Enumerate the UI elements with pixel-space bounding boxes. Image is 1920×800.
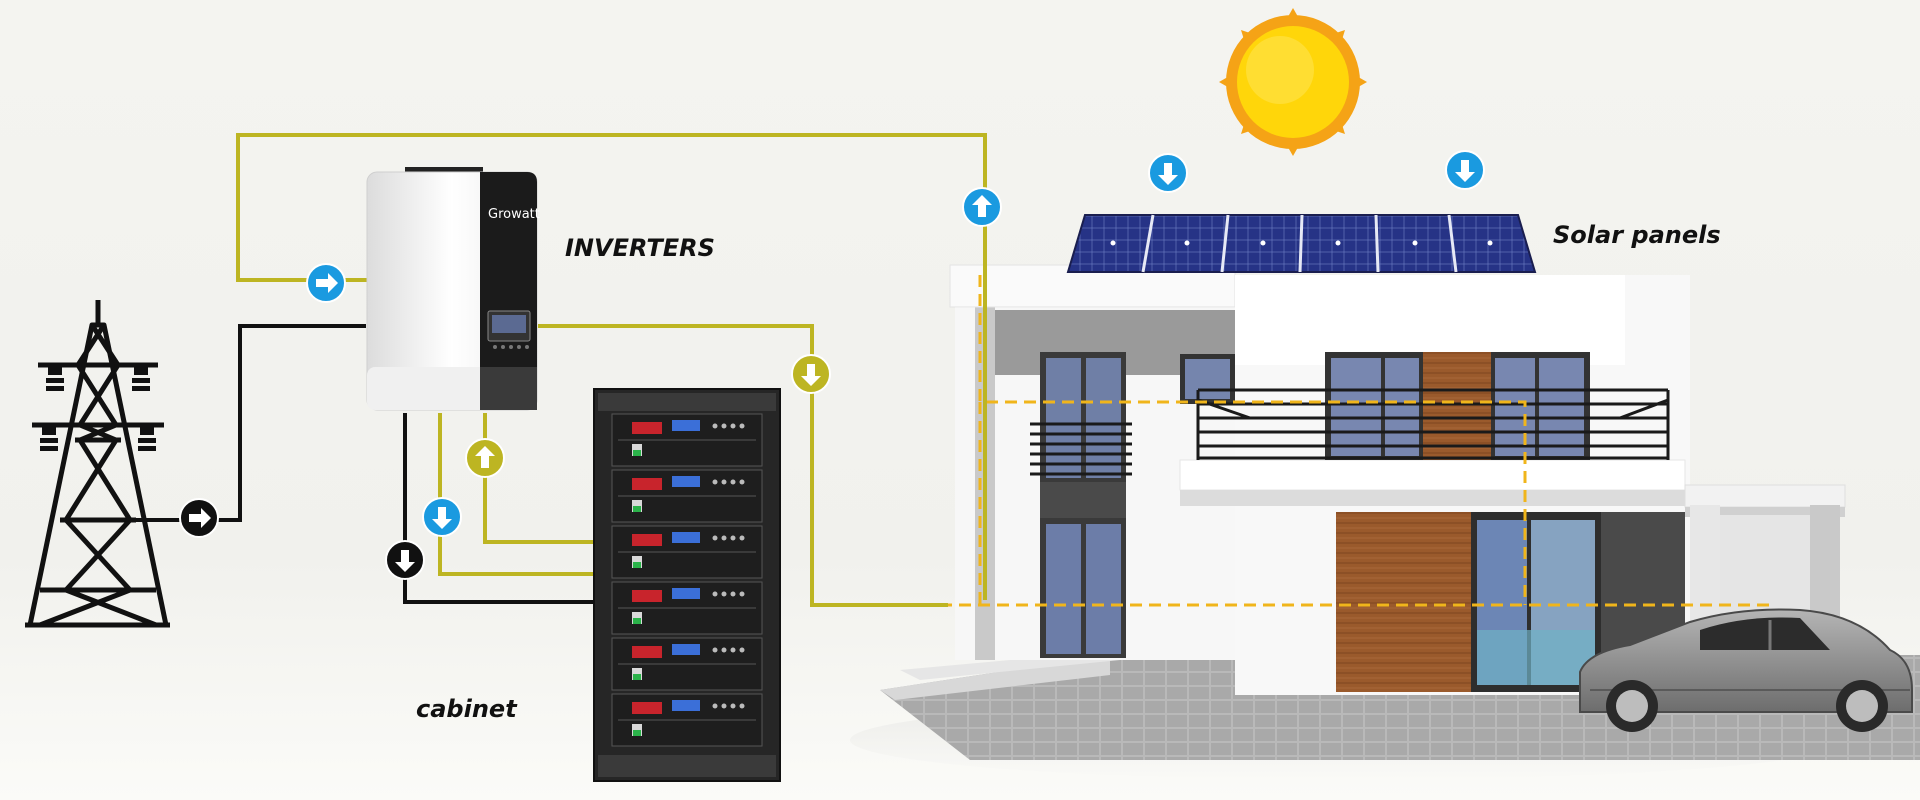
flow-arrow-icon xyxy=(306,263,346,303)
battery-modules xyxy=(611,413,763,747)
electric-car xyxy=(1579,608,1913,732)
sun-icon xyxy=(1219,8,1367,156)
wood-door-panel xyxy=(1336,512,1471,692)
solar-panels xyxy=(1066,214,1537,273)
flow-arrow-icon xyxy=(422,497,462,537)
flow-arrow-icon xyxy=(385,540,425,580)
flow-arrow-icon xyxy=(962,187,1002,227)
inverter-unit: Growatt xyxy=(366,167,540,411)
flow-arrow-icon xyxy=(791,354,831,394)
flow-arrow-icon xyxy=(465,438,505,478)
tower-insulators xyxy=(40,367,156,451)
upper-wood-panel xyxy=(1423,352,1491,460)
house-wiring xyxy=(940,275,1774,658)
flow-arrow-icon xyxy=(1445,150,1485,190)
flow-arrows xyxy=(179,150,1485,580)
balcony-railing xyxy=(1196,388,1670,460)
flow-arrow-icon xyxy=(179,498,219,538)
cabinet-label: cabinet xyxy=(416,695,517,723)
carport-roof xyxy=(1684,484,1846,508)
power-lines xyxy=(126,133,987,607)
flow-arrow-icon xyxy=(1148,153,1188,193)
inverter-brand-logo: Growatt xyxy=(488,207,540,222)
solar-panels-label: Solar panels xyxy=(1553,221,1721,249)
transmission-tower-icon xyxy=(25,300,170,628)
inverters-label: INVERTERS xyxy=(565,234,715,262)
